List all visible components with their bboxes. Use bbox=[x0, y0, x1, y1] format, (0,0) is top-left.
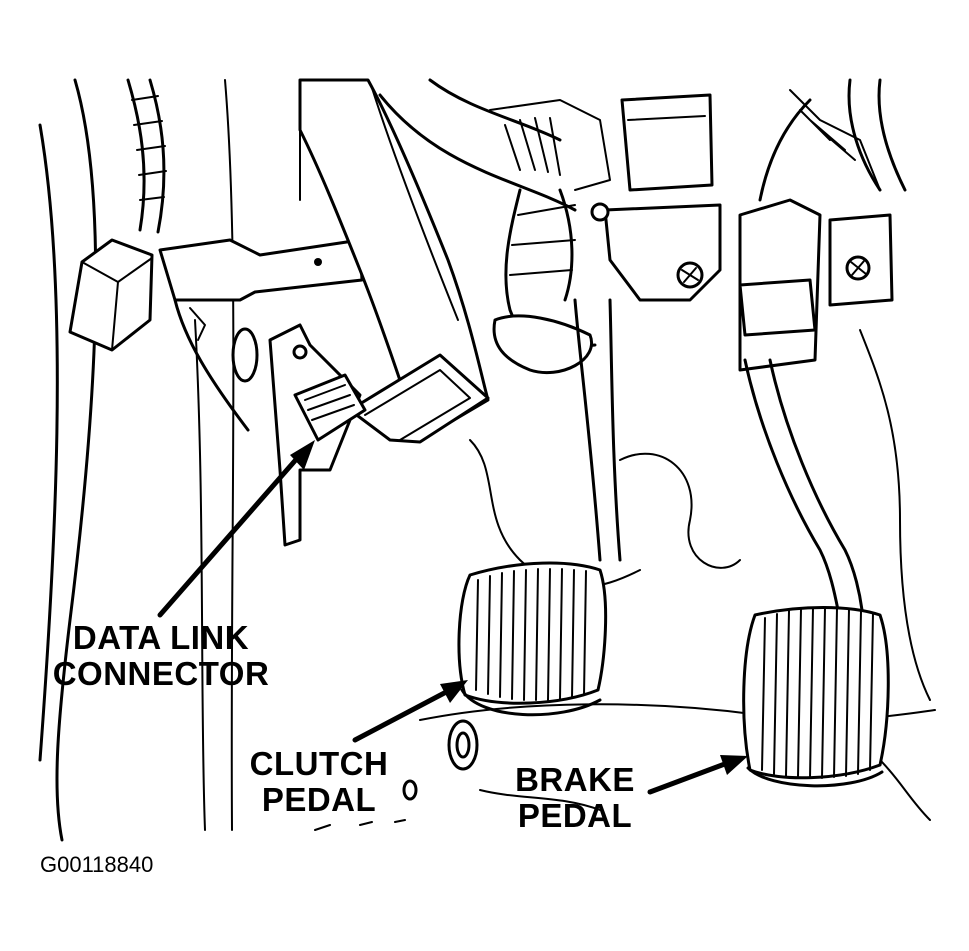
floor-bolt bbox=[402, 719, 479, 801]
brake-pedal-label-line2: PEDAL bbox=[517, 797, 633, 834]
brake-pedal-label: BRAKE PEDAL bbox=[505, 762, 645, 834]
steering-column-shroud bbox=[298, 78, 490, 444]
mounting-bracket bbox=[158, 238, 364, 432]
left-wiring-harness bbox=[68, 78, 167, 352]
clutch-pedal-part bbox=[457, 298, 622, 717]
clutch-pedal-label: CLUTCH PEDAL bbox=[244, 746, 394, 818]
figure-id: G00118840 bbox=[40, 852, 154, 877]
pedal-bracket-assembly bbox=[590, 93, 894, 372]
data-link-connector-label-line1: DATA LINK bbox=[72, 619, 250, 656]
kick-panel-lines bbox=[38, 78, 301, 842]
clutch-pedal-label-line2: PEDAL bbox=[261, 781, 377, 818]
clutch-pedal-label-line1: CLUTCH bbox=[249, 745, 389, 782]
brake-pedal-label-line1: BRAKE bbox=[515, 761, 635, 798]
data-link-connector-part bbox=[268, 323, 367, 547]
upper-wiring-harness bbox=[378, 78, 907, 375]
brake-pedal-part bbox=[742, 358, 890, 788]
data-link-connector-label-line2: CONNECTOR bbox=[52, 655, 270, 692]
callout-arrows bbox=[157, 440, 748, 795]
data-link-connector-label: DATA LINK CONNECTOR bbox=[48, 620, 274, 692]
